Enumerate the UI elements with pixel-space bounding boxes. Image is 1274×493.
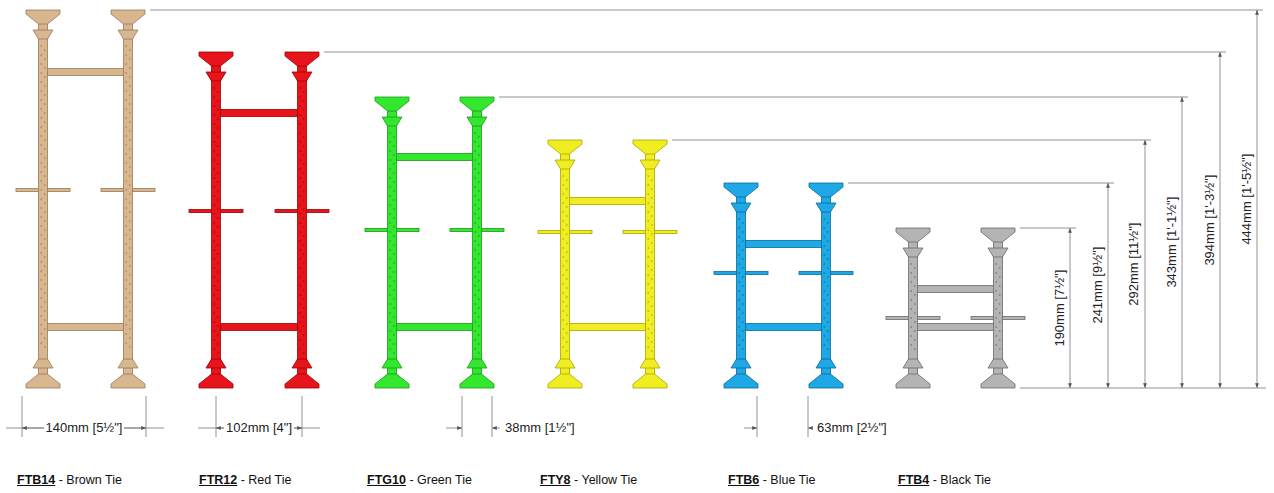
extension-line	[757, 396, 758, 437]
part-colour: - Red Tie	[237, 473, 291, 487]
tie-post	[450, 97, 504, 388]
part-code: FTR12	[199, 473, 237, 487]
tie-post	[275, 52, 329, 388]
part-name: FTB6 - Blue Tie	[728, 474, 816, 488]
part-name: FTY8 - Yellow Tie	[540, 474, 637, 488]
cross-bar	[392, 324, 477, 331]
part-code: FTY8	[540, 473, 571, 487]
tie-post	[189, 52, 243, 388]
dimension-label: 292mm [11½"]	[1128, 220, 1142, 307]
form-tie	[16, 10, 155, 388]
part-colour: - Black Tie	[929, 473, 991, 487]
cross-bar	[43, 324, 128, 331]
extension-line	[1020, 228, 1076, 229]
tie-post	[538, 140, 592, 388]
dimension-line	[492, 428, 500, 429]
extension-line	[492, 396, 493, 437]
cross-bar	[565, 198, 650, 205]
form-tie	[365, 97, 504, 388]
extension-line	[22, 396, 23, 437]
part-colour: - Yellow Tie	[571, 473, 638, 487]
extension-line	[462, 396, 463, 437]
dimension-line	[1182, 97, 1183, 388]
extension-line	[302, 396, 303, 437]
tie-post	[886, 228, 940, 388]
part-colour: - Green Tie	[406, 473, 472, 487]
part-colour: - Blue Tie	[759, 473, 815, 487]
cross-bar	[913, 286, 998, 293]
extension-line	[216, 396, 217, 437]
dimension-line	[1070, 228, 1071, 388]
cross-bar	[565, 324, 650, 331]
form-tie	[538, 140, 677, 388]
cross-bar	[43, 69, 128, 76]
tie-post	[799, 183, 853, 388]
dimension-label: 444mm [1'-5½"]	[1240, 152, 1254, 247]
cross-bar	[216, 324, 302, 331]
part-colour: - Brown Tie	[55, 473, 122, 487]
tie-post	[971, 228, 1025, 388]
part-name: FTB14 - Brown Tie	[17, 474, 122, 488]
cross-bar	[741, 241, 826, 248]
dimension-label: 190mm [7½"]	[1053, 268, 1067, 349]
cross-bar	[741, 324, 826, 331]
tie-post	[365, 97, 419, 388]
part-name: FTR12 - Red Tie	[199, 474, 291, 488]
extension-line	[672, 140, 1151, 141]
tie-post	[16, 10, 70, 388]
extension-line	[499, 97, 1188, 98]
part-code: FTB4	[898, 473, 929, 487]
part-name: FTB4 - Black Tie	[898, 474, 991, 488]
dimension-line	[1108, 183, 1109, 388]
dimension-line	[1220, 52, 1221, 388]
form-tie	[886, 228, 1025, 388]
part-name: FTG10 - Green Tie	[367, 474, 472, 488]
dimension-label: 241mm [9½"]	[1091, 245, 1105, 326]
extension-line	[150, 10, 1263, 11]
extension-line	[808, 396, 809, 437]
dimension-line	[808, 428, 812, 429]
dimension-label: 38mm [1½"]	[503, 421, 577, 435]
dimension-label: 343mm [1'-1½"]	[1165, 195, 1179, 290]
form-tie	[714, 183, 853, 388]
part-code: FTG10	[367, 473, 406, 487]
part-code: FTB6	[728, 473, 759, 487]
part-code: FTB14	[17, 473, 55, 487]
extension-line	[324, 52, 1226, 53]
cross-bar	[913, 324, 998, 331]
tie-post	[101, 10, 155, 388]
dimension-line	[1257, 10, 1258, 388]
dimension-line	[744, 428, 757, 429]
dimension-label: 102mm [4"]	[224, 421, 294, 435]
form-tie	[189, 52, 329, 388]
dimension-label: 140mm [5½"]	[44, 421, 125, 435]
dimension-line	[1145, 140, 1146, 388]
dimension-label: 394mm [1'-3½"]	[1203, 173, 1217, 268]
dimension-line	[446, 428, 462, 429]
dimension-label: 63mm [2½"]	[815, 421, 889, 435]
extension-line	[146, 396, 147, 437]
cross-bar	[392, 154, 477, 161]
cross-bar	[216, 110, 302, 117]
tie-post	[714, 183, 768, 388]
extension-line	[1020, 388, 1266, 389]
tie-post	[623, 140, 677, 388]
extension-line	[848, 183, 1114, 184]
